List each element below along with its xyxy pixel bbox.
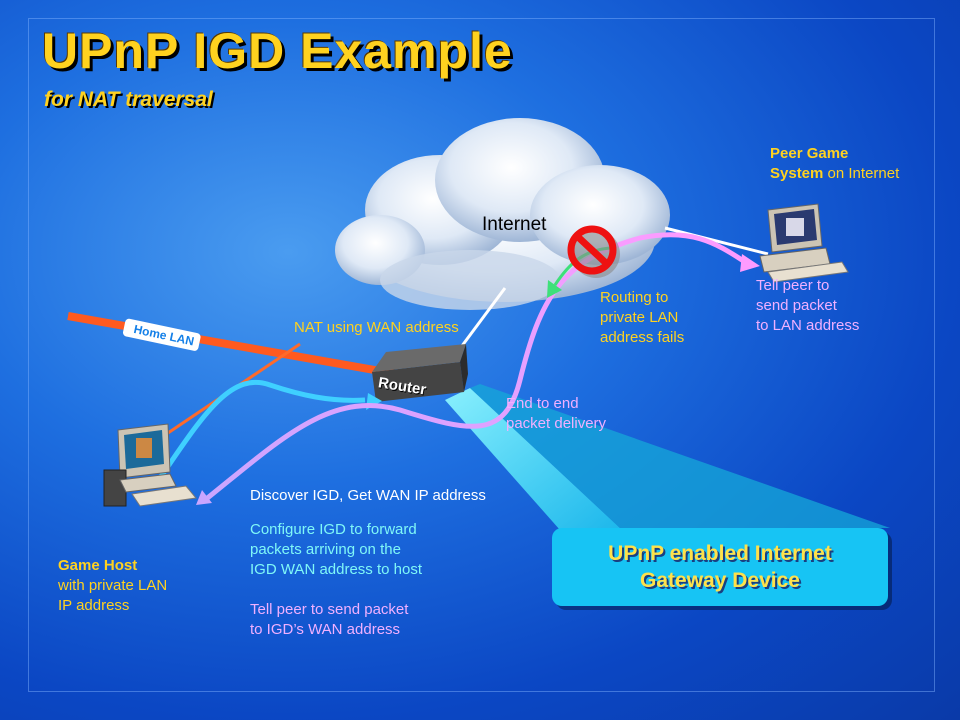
host-arrowhead <box>196 490 212 505</box>
game-host-label: Game Host with private LAN IP address <box>58 556 167 616</box>
peer-computer-icon <box>759 203 849 283</box>
peer-system-label-rest: on Internet <box>823 165 900 182</box>
peer-arrowhead <box>740 254 760 272</box>
discover-label: Discover IGD, Get WAN IP address <box>250 487 486 504</box>
slide-frame <box>28 18 935 692</box>
configure-label: Configure IGD to forward packets arrivin… <box>250 521 423 578</box>
internet-peer-link <box>664 226 769 256</box>
slide-subtitle: for NAT traversal <box>44 88 213 111</box>
gateway-callout-beam-shade <box>470 384 890 528</box>
nat-label: NAT using WAN address <box>294 319 459 336</box>
tell-peer-wan-label: Tell peer to send packet to IGD’s WAN ad… <box>250 601 409 638</box>
end-to-end-label: End to end packet delivery <box>506 395 607 432</box>
no-entry-icon <box>567 225 620 278</box>
peer-system-label-bold: Peer Game System <box>770 145 849 182</box>
game-host-label-rest: with private LAN IP address <box>58 577 168 614</box>
discover-arrow <box>157 379 366 480</box>
game-host-label-bold: Game Host <box>58 557 138 574</box>
host-computer-icon <box>103 423 197 507</box>
internet-cloud <box>335 118 670 310</box>
tell-peer-lan-label: Tell peer to send packet to LAN address <box>756 277 860 334</box>
slide-title: UPnP IGD Example <box>42 23 513 79</box>
routing-fails-label: Routing to private LAN address fails <box>600 289 685 346</box>
router-device <box>372 344 468 402</box>
peer-system-label: Peer Game System on Internet <box>770 144 899 184</box>
internet-label: Internet <box>482 214 547 235</box>
gateway-device-box: UPnP enabled Internet Gateway Device <box>552 528 888 606</box>
end-to-end-path <box>203 232 747 502</box>
failed-route-arrowhead <box>547 280 562 298</box>
